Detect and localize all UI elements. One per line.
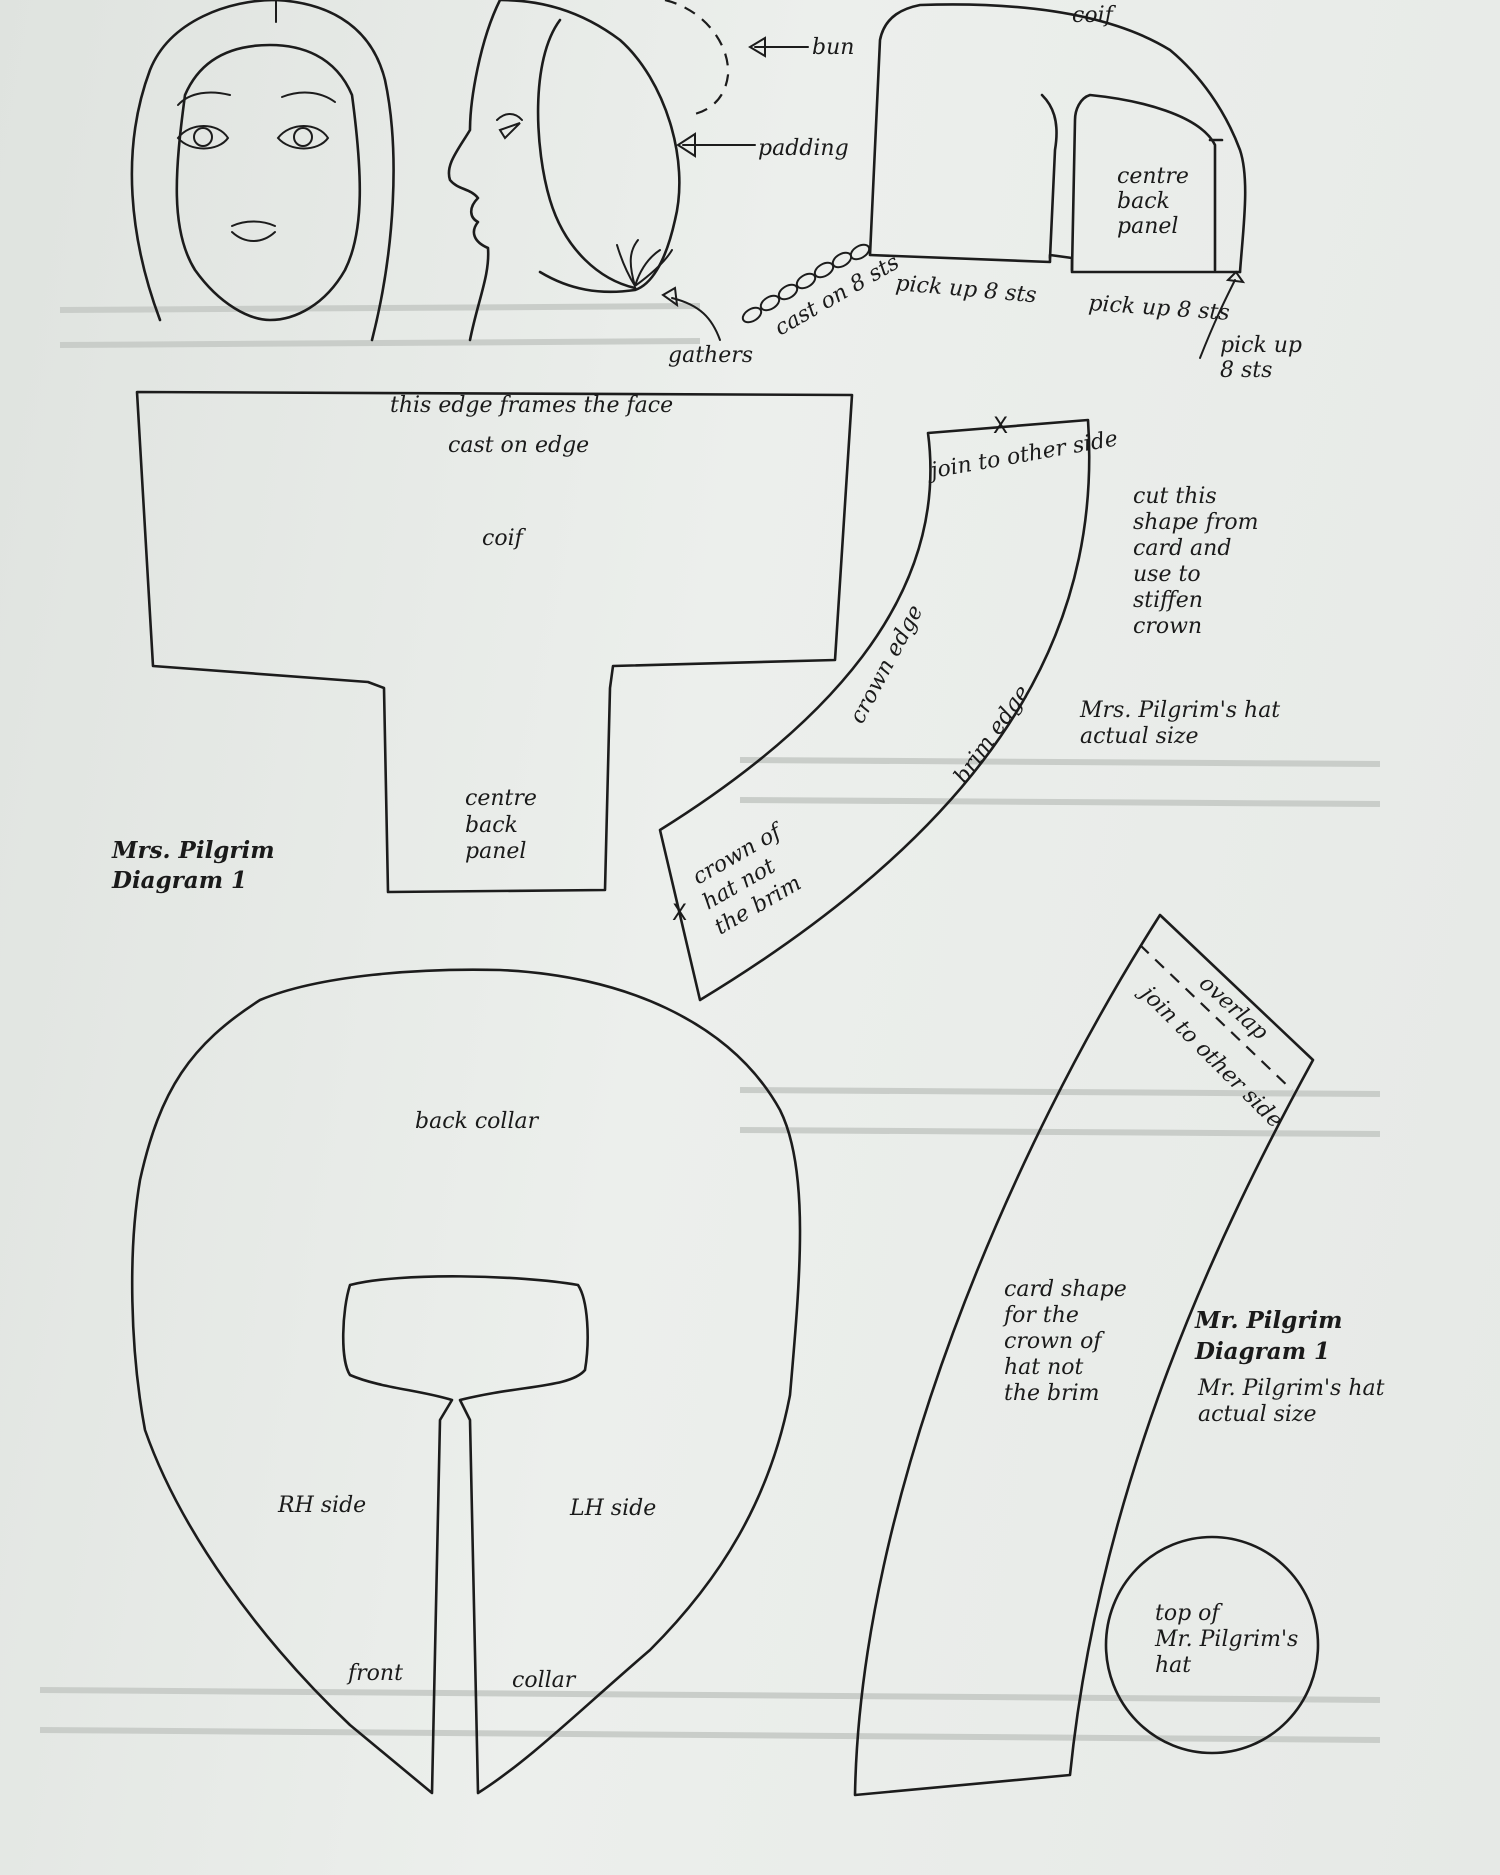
coif-pattern-piece: this edge frames the face cast on edge c…: [135, 390, 854, 894]
cast-on-chain: [741, 243, 871, 324]
mr-hat-actual-line1: Mr. Pilgrim's hat: [1197, 1376, 1385, 1401]
card-shape-line4: hat not: [1004, 1355, 1084, 1380]
cut-line6: crown: [1133, 614, 1202, 639]
cut-line1: cut this: [1133, 484, 1217, 509]
x-mark-top: X: [993, 414, 1008, 439]
face-front-view: [130, 0, 395, 342]
mr-hat-top-circle: top of Mr. Pilgrim's hat: [1104, 1535, 1320, 1755]
label-panel: panel: [465, 839, 526, 864]
card-shape-line5: the brim: [1004, 1381, 1100, 1406]
mrs-pilgrim-diagram-line2: Diagram 1: [111, 867, 247, 894]
label-cast-on-8: cast on 8 sts: [771, 250, 904, 341]
label-collar: collar: [512, 1668, 577, 1693]
mr-pilgrim-diagram-line2: Diagram 1: [1194, 1338, 1330, 1365]
label-edge-frames-face: this edge frames the face: [390, 393, 673, 418]
cut-line5: stiffen: [1133, 588, 1203, 613]
label-centre: centre: [465, 786, 537, 811]
label-pick-up-8-a: pick up 8 sts: [894, 271, 1037, 308]
mrs-hat-crown-card: join to other side X crown edge brim edg…: [658, 414, 1120, 1002]
label-centre-top: centre: [1117, 164, 1189, 189]
label-brim-edge: brim edge: [949, 681, 1035, 788]
card-shape-line1: card shape: [1004, 1277, 1127, 1302]
label-back-collar: back collar: [415, 1109, 540, 1134]
mrs-hat-actual-line2: actual size: [1080, 724, 1199, 749]
label-coif-pattern: coif: [482, 526, 527, 551]
card-shape-line3: crown of: [1004, 1329, 1105, 1354]
mrs-pilgrim-diagram-line1: Mrs. Pilgrim: [111, 837, 275, 864]
mr-pilgrim-diagram-line1: Mr. Pilgrim: [1194, 1307, 1343, 1334]
mrs-hat-note: cut this shape from card and use to stif…: [1079, 484, 1280, 749]
label-lh-side: LH side: [569, 1496, 656, 1521]
mr-hat-actual-line2: actual size: [1198, 1402, 1317, 1427]
label-join-other-side-1: join to other side: [924, 426, 1120, 484]
label-coif-top: coif: [1072, 3, 1117, 28]
x-mark-bottom: X: [672, 901, 687, 926]
mrs-hat-actual-line1: Mrs. Pilgrim's hat: [1079, 698, 1280, 723]
label-bun: bun: [812, 35, 854, 60]
label-back: back: [465, 813, 518, 838]
label-pick-up-8-b: pick up 8 sts: [1088, 291, 1231, 326]
label-front: front: [346, 1661, 403, 1686]
label-panel-top: panel: [1117, 214, 1178, 239]
label-pick-up-line2: 8 sts: [1220, 358, 1272, 383]
collar-pattern-piece: back collar RH side LH side front collar: [130, 968, 802, 1795]
label-pick-up-line1: pick up: [1220, 333, 1302, 358]
label-rh-side: RH side: [277, 1493, 366, 1518]
card-shape-line2: for the: [1002, 1303, 1079, 1328]
label-back-top: back: [1117, 189, 1170, 214]
coif-knitting-diagram: coif centre back panel cast on 8 sts pic…: [741, 3, 1302, 383]
label-cast-on-edge: cast on edge: [448, 433, 589, 458]
top-of-line2: Mr. Pilgrim's: [1154, 1627, 1298, 1652]
cut-line4: use to: [1133, 562, 1201, 587]
label-padding: padding: [758, 136, 849, 161]
top-of-line3: hat: [1155, 1653, 1191, 1678]
cut-line2: shape from: [1133, 510, 1258, 535]
top-of-line1: top of: [1155, 1601, 1223, 1626]
face-profile-view: bun padding gathers: [447, 0, 854, 368]
cut-line3: card and: [1133, 536, 1231, 561]
label-gathers: gathers: [668, 343, 753, 368]
